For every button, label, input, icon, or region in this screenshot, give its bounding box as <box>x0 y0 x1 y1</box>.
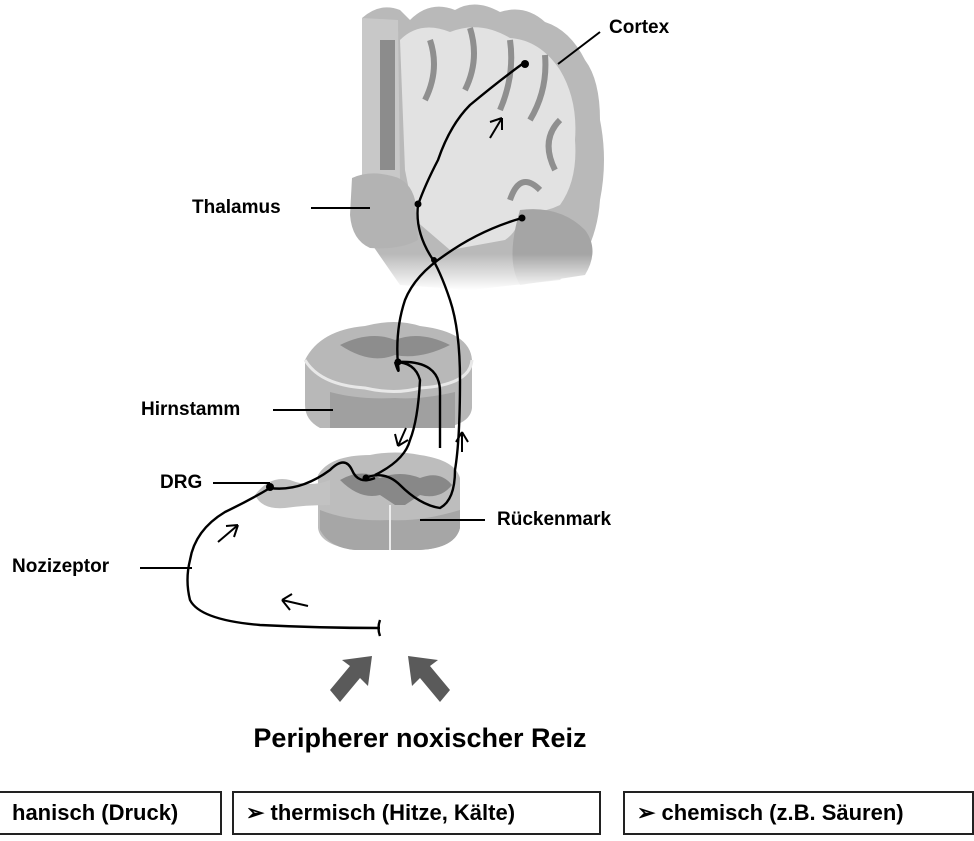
stimulus-arrow-right-icon <box>408 656 450 702</box>
label-drg: DRG <box>160 472 202 494</box>
stimulus-mechanical-text: hanisch (Druck) <box>12 800 178 825</box>
brainstem-block <box>305 322 472 428</box>
label-nozizeptor: Nozizeptor <box>12 556 109 578</box>
stimulus-arrows <box>330 656 450 702</box>
stimulus-box-chemical: ➢ chemisch (z.B. Säuren) <box>623 791 974 835</box>
label-thalamus: Thalamus <box>192 197 281 219</box>
ventricle <box>380 40 395 170</box>
label-cortex: Cortex <box>609 17 669 39</box>
stimulus-arrow-left-icon <box>330 656 372 702</box>
stimulus-thermal-text: ➢ thermisch (Hitze, Kälte) <box>246 800 515 825</box>
stimulus-title: Peripherer noxischer Reiz <box>0 723 840 754</box>
stimulus-chemical-text: ➢ chemisch (z.B. Säuren) <box>637 800 904 825</box>
label-rueckenmark: Rückenmark <box>497 509 611 531</box>
stimulus-box-thermal: ➢ thermisch (Hitze, Kälte) <box>232 791 601 835</box>
arrow-left-fiber <box>282 594 308 610</box>
stimulus-box-mechanical: hanisch (Druck) <box>0 791 222 835</box>
brain-section <box>350 4 610 290</box>
label-hirnstamm: Hirnstamm <box>141 399 240 421</box>
arrow-nociceptor <box>218 525 238 542</box>
arrow-down-brainstem <box>395 428 408 446</box>
